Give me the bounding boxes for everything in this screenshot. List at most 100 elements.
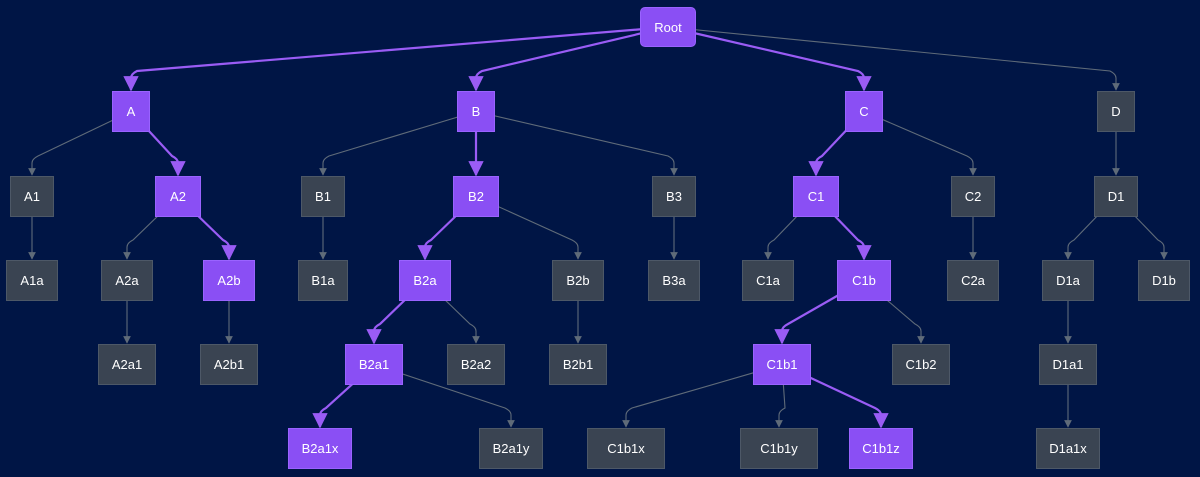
node-c1a[interactable]: C1a [742,260,794,301]
node-label: B2 [468,189,484,204]
node-label: A2a1 [111,357,143,372]
node-label: C1b [852,273,876,288]
node-label: B2a [413,273,437,288]
edge-b-b3 [475,110,678,176]
node-label: A2b1 [213,357,245,372]
node-b2[interactable]: B2 [453,176,499,217]
node-label: D1 [1107,189,1125,204]
node-label: D [1111,104,1121,119]
node-label: C2a [961,273,985,288]
node-label: B1a [311,273,335,288]
node-a2[interactable]: A2 [155,176,201,217]
edge-b2-b2a [417,195,477,261]
node-c2[interactable]: C2 [951,176,995,217]
edge-c1b1-c1b1z [781,363,889,429]
node-d[interactable]: D [1097,91,1135,132]
edge-c1-c1b [815,195,872,261]
node-label: B3 [666,189,682,204]
edge-b2a-b2a2 [424,280,480,344]
edge-a2-a2a [123,196,179,260]
node-label: A1a [20,273,44,288]
edge-d1-d1a [1064,196,1117,260]
edge-c1-c1a [764,196,817,260]
edge-c1b-c1b2 [863,280,925,344]
node-label: B3a [662,273,686,288]
node-c2a[interactable]: C2a [947,260,999,301]
edge-c-c2 [863,110,977,176]
node-b3a[interactable]: B3a [648,260,700,301]
node-label: C1b1y [760,441,798,456]
node-label: A [126,104,136,119]
node-label: A2 [170,189,186,204]
node-a2a[interactable]: A2a [101,260,153,301]
edges [28,25,1168,429]
node-b2b[interactable]: B2b [552,260,604,301]
node-b1[interactable]: B1 [301,176,345,217]
node-label: C1b1z [862,441,900,456]
node-b2a1x[interactable]: B2a1x [288,428,352,469]
node-label: A1 [24,189,40,204]
edge-b-b1 [319,110,477,176]
node-d1a1x[interactable]: D1a1x [1036,428,1100,469]
node-d1a[interactable]: D1a [1042,260,1094,301]
node-a[interactable]: A [112,91,150,132]
node-label: D1a1 [1052,357,1084,372]
node-label: B2a2 [460,357,492,372]
node-a2b[interactable]: A2b [203,260,255,301]
edge-b2a1-b2a1y [373,363,515,428]
node-a1a[interactable]: A1a [6,260,58,301]
edge-a2-a2b [177,195,237,261]
node-label: C1b2 [905,357,937,372]
node-c1b1y[interactable]: C1b1y [740,428,818,469]
node-b2a[interactable]: B2a [399,260,451,301]
edge-b2-b2b [475,195,582,260]
node-label: C2 [964,189,982,204]
edge-root-d [667,26,1120,91]
node-c[interactable]: C [845,91,883,132]
node-c1b1x[interactable]: C1b1x [587,428,665,469]
edge-root-c [667,25,872,92]
node-label: B [471,104,481,119]
node-a1[interactable]: A1 [10,176,54,217]
node-b2b1[interactable]: B2b1 [549,344,607,385]
node-d1b[interactable]: D1b [1138,260,1190,301]
node-b1a[interactable]: B1a [298,260,348,301]
node-b[interactable]: B [457,91,495,132]
node-c1b[interactable]: C1b [837,260,891,301]
node-label: B2b [566,273,590,288]
node-label: C1b1 [766,357,798,372]
node-label: C1 [807,189,825,204]
node-d1[interactable]: D1 [1094,176,1138,217]
node-a2a1[interactable]: A2a1 [98,344,156,385]
node-c1b2[interactable]: C1b2 [892,344,950,385]
edge-b2a1-b2a1x [312,363,375,429]
node-label: C1b1x [607,441,645,456]
edge-a-a2 [130,110,186,177]
edge-c1b-c1b1 [774,279,865,345]
node-c1b1[interactable]: C1b1 [753,344,811,385]
node-root[interactable]: Root [640,7,696,47]
edge-c1b1-c1b1x [622,363,783,428]
node-label: B2a1x [301,441,339,456]
edge-root-b [468,25,669,92]
edge-c1b1-c1b1y [775,364,786,428]
node-label: B2b1 [562,357,594,372]
edge-d1-d1b [1115,196,1168,260]
node-label: B1 [315,189,331,204]
edge-a-a1 [28,111,132,176]
node-c1b1z[interactable]: C1b1z [849,428,913,469]
node-b3[interactable]: B3 [652,176,696,217]
node-b2a2[interactable]: B2a2 [447,344,505,385]
node-c1[interactable]: C1 [793,176,839,217]
node-label: C1a [756,273,780,288]
node-b2a1[interactable]: B2a1 [345,344,403,385]
node-b2a1y[interactable]: B2a1y [479,428,543,469]
node-label: D1a [1056,273,1080,288]
node-a2b1[interactable]: A2b1 [200,344,258,385]
node-label: C [859,104,869,119]
edge-c-c1 [808,110,865,177]
edge-root-a [123,25,669,92]
node-d1a1[interactable]: D1a1 [1039,344,1097,385]
